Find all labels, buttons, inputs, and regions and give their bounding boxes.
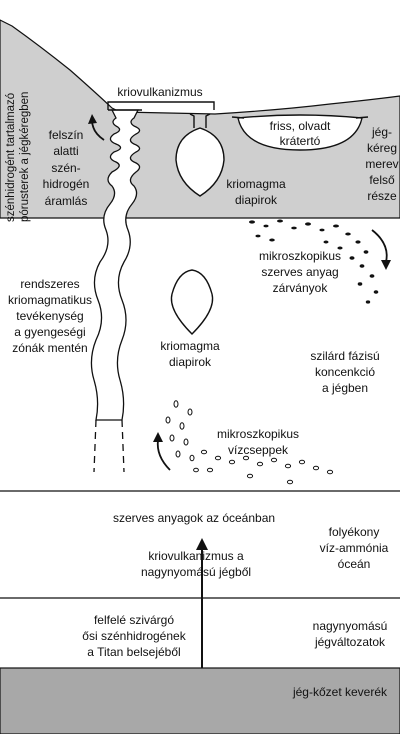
- svg-text:jég-: jég-: [371, 125, 392, 139]
- organic-arrow: [371, 229, 388, 263]
- label-fresh-crater: friss, olvadt krátertó: [270, 119, 331, 148]
- svg-text:merev: merev: [365, 157, 398, 171]
- svg-text:kriovulkanizmus a: kriovulkanizmus a: [148, 549, 244, 563]
- svg-text:jégváltozatok: jégváltozatok: [314, 635, 386, 649]
- svg-text:folyékony: folyékony: [329, 525, 380, 539]
- crust-diapir-feeder: [189, 113, 211, 128]
- ice-crust-band: [0, 19, 400, 219]
- svg-text:a gyengeségi: a gyengeségi: [14, 325, 85, 339]
- conduit-dash-right: [121, 419, 125, 473]
- svg-text:felső: felső: [369, 173, 395, 187]
- label-diapir-upper: kriomagma diapirok: [226, 177, 286, 207]
- label-cryo-highpressure: kriovulkanizmus a nagynyomású jégből: [141, 549, 251, 579]
- svg-text:zónák mentén: zónák mentén: [12, 341, 87, 355]
- svg-text:diapirok: diapirok: [235, 193, 278, 207]
- water-droplets: [165, 400, 334, 485]
- svg-text:kriomagma: kriomagma: [226, 177, 286, 191]
- label-hp-ice: nagynyomású jégváltozatok: [313, 619, 388, 649]
- svg-text:óceán: óceán: [338, 557, 371, 571]
- water-arrowhead: [153, 432, 163, 442]
- svg-text:a jégben: a jégben: [322, 381, 368, 395]
- svg-text:a Titan belsejéből: a Titan belsejéből: [87, 645, 180, 659]
- label-surface-flow: felszín alatti szén- hidrogén áramlás: [43, 128, 90, 208]
- svg-text:krátertó: krátertó: [280, 134, 321, 148]
- svg-text:szén-: szén-: [51, 161, 80, 175]
- svg-text:víz-ammónia: víz-ammónia: [320, 541, 389, 555]
- svg-text:vízcseppek: vízcseppek: [228, 443, 289, 457]
- label-micro-organic: mikroszkopikus szerves anyag zárványok: [259, 249, 341, 295]
- organic-arrowhead: [381, 260, 391, 270]
- label-crust-pores: szénhidrogént tartalmazó pórusterek a jé…: [5, 92, 31, 222]
- svg-text:alatti: alatti: [53, 144, 78, 158]
- svg-text:diapirok: diapirok: [169, 355, 212, 369]
- label-regular-cryo: rendszeres kriomagmatikus tevékenység a …: [8, 277, 92, 355]
- svg-text:koncenkció: koncenkció: [315, 365, 375, 379]
- middle-diapir: [170, 269, 214, 335]
- svg-text:rendszeres: rendszeres: [20, 277, 79, 291]
- svg-text:felfelé szivárgó: felfelé szivárgó: [94, 613, 174, 627]
- label-rock-ice: jég-kőzet keverék: [292, 685, 388, 699]
- label-solid-phase: szilárd fázisú koncenkció a jégben: [310, 349, 379, 395]
- label-seeping-hc: felfelé szivárgó ősi szénhidrogének a Ti…: [82, 613, 186, 659]
- label-ice-crust: jég- kéreg merev felső része: [365, 125, 398, 203]
- svg-text:hidrogén: hidrogén: [43, 177, 90, 191]
- crust-diapir: [175, 127, 225, 197]
- svg-text:zárványok: zárványok: [273, 281, 329, 295]
- label-cryovolcanism-top: kriovulkanizmus: [117, 85, 202, 99]
- crater-rim-left: [231, 116, 245, 119]
- seep-arrowhead: [196, 538, 208, 550]
- svg-text:kéreg: kéreg: [367, 141, 397, 155]
- rock-ice-core-band: [0, 667, 400, 735]
- crater-rim-right: [355, 116, 369, 119]
- label-liquid-ocean: folyékony víz-ammónia óceán: [320, 525, 389, 571]
- svg-text:friss, olvadt: friss, olvadt: [270, 119, 331, 133]
- surface-flow-arrowhead: [88, 114, 97, 124]
- cryovolcanism-bracket: [107, 101, 215, 110]
- label-diapir-middle: kriomagma diapirok: [160, 339, 220, 369]
- svg-text:mikroszkopikus: mikroszkopikus: [217, 427, 299, 441]
- svg-text:szilárd fázisú: szilárd fázisú: [310, 349, 379, 363]
- svg-text:pórusterek a jégkéregben: pórusterek a jégkéregben: [19, 92, 31, 222]
- svg-text:felszín: felszín: [49, 128, 84, 142]
- svg-text:tevékenység: tevékenység: [16, 309, 83, 323]
- svg-text:áramlás: áramlás: [45, 194, 88, 208]
- label-micro-water: mikroszkopikus vízcseppek: [217, 427, 299, 457]
- svg-text:kriomagmatikus: kriomagmatikus: [8, 293, 92, 307]
- svg-text:kriomagma: kriomagma: [160, 339, 220, 353]
- organic-inclusions: [249, 219, 379, 304]
- svg-text:része: része: [367, 189, 397, 203]
- svg-text:szerves anyag: szerves anyag: [261, 265, 338, 279]
- conduit-dash-left: [93, 419, 97, 473]
- svg-text:ősi szénhidrogének: ősi szénhidrogének: [82, 629, 186, 643]
- svg-text:nagynyomású: nagynyomású: [313, 619, 388, 633]
- water-arrow: [156, 439, 171, 471]
- svg-text:nagynyomású jégből: nagynyomású jégből: [141, 565, 251, 579]
- label-organics-ocean: szerves anyagok az óceánban: [113, 511, 275, 525]
- svg-text:szénhidrogént tartalmazó: szénhidrogént tartalmazó: [5, 93, 17, 222]
- svg-text:mikroszkopikus: mikroszkopikus: [259, 249, 341, 263]
- crater-lake: [237, 114, 363, 151]
